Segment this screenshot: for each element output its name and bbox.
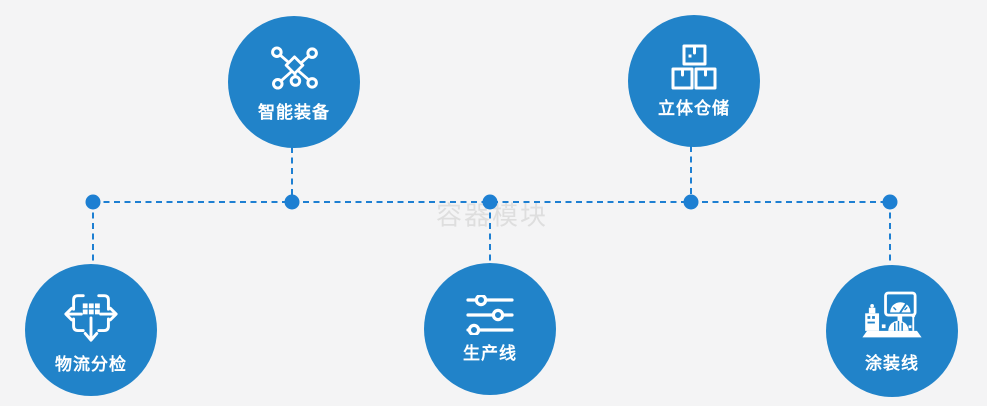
machine-icon (855, 289, 929, 345)
node-logistics-sorting[interactable]: 物流分检 (25, 264, 157, 396)
node-label: 物流分检 (55, 355, 127, 375)
junction-dot (882, 194, 898, 210)
node-label: 立体仓储 (658, 99, 730, 119)
junction-dot (284, 194, 300, 210)
network-icon (266, 42, 323, 94)
junction-dot (482, 194, 498, 210)
boxes-icon (671, 44, 717, 90)
node-label: 涂装线 (865, 354, 919, 374)
sorting-icon (60, 286, 122, 346)
junction-dot (683, 194, 699, 210)
node-label: 生产线 (463, 344, 517, 364)
junction-dot (85, 194, 101, 210)
node-stereo-warehouse[interactable]: 立体仓储 (628, 15, 760, 147)
node-production-line[interactable]: 生产线 (424, 263, 556, 395)
node-painting-line[interactable]: 涂装线 (826, 265, 958, 397)
node-label: 智能装备 (258, 103, 330, 123)
sliders-icon (466, 295, 514, 335)
node-smart-equipment[interactable]: 智能装备 (228, 16, 360, 148)
